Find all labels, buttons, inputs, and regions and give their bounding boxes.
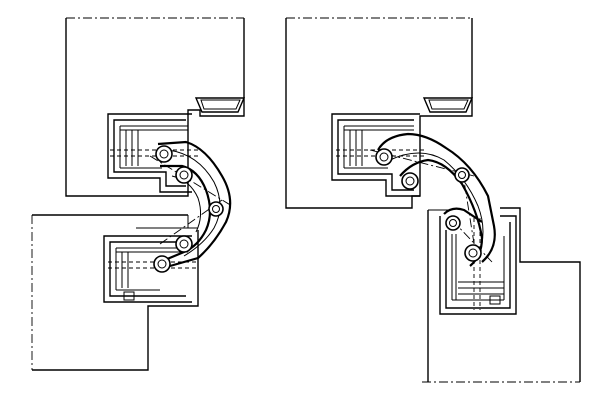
pivot-pin-icon	[445, 215, 461, 231]
strike-plate-closed	[194, 97, 246, 113]
pivot-pin-icon	[464, 244, 482, 262]
upper-housing-open	[331, 113, 424, 197]
pivot-pin-icon	[208, 201, 224, 217]
upper-housing-closed	[107, 113, 200, 193]
strike-plate-open	[422, 97, 474, 113]
pivot-pin-icon	[175, 166, 193, 184]
lower-frame-open	[422, 207, 581, 383]
pivot-pin-icon	[155, 145, 173, 163]
panel-open-hinge	[285, 17, 581, 383]
pivot-pin-icon	[375, 148, 393, 166]
lower-housing-closed	[103, 227, 198, 303]
panel-closed-hinge	[31, 17, 246, 371]
pivot-pin-icon	[401, 172, 419, 190]
pivot-pins-closed	[153, 145, 224, 273]
lower-frame-closed	[31, 214, 199, 371]
pivot-pins-open	[375, 148, 482, 262]
pivot-pin-icon	[153, 255, 171, 273]
lower-housing-open	[439, 215, 517, 315]
pivot-pin-icon	[175, 235, 193, 253]
pivot-pin-icon	[454, 167, 470, 183]
